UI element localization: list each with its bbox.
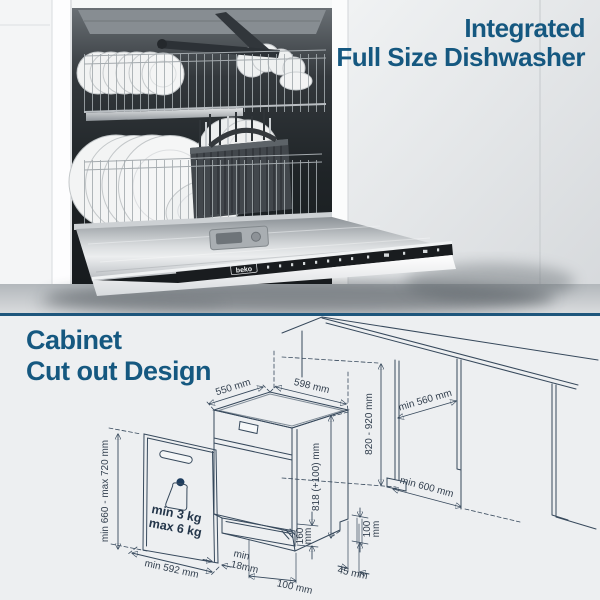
upper-rack-wires [83,49,327,113]
cutout-section: min 3 kg max 6 kg 550 mm 598 mm 818 (+10… [0,316,600,600]
tub-sill [74,212,332,230]
door-edge-highlight [92,241,452,280]
dim-body-height: 818 (+100) mm [311,443,322,511]
brand-logo: beko [230,262,258,276]
open-door: beko [74,212,456,296]
pan-handle [157,12,280,58]
panel-handle [159,450,193,464]
dim-kick-height-2: mm [303,528,314,545]
upper-rack [76,12,327,121]
panel-dimensions [108,427,232,576]
dim-kick-height-1: 160 [295,527,306,544]
detergent-dispenser [209,225,269,251]
section-divider [0,313,600,316]
product-photo-section: beko I [0,0,600,313]
dishwasher-photo: beko [0,0,600,313]
section-title-line2: Cut out Design [26,356,211,386]
door-inner-face [76,217,452,281]
product-title-line2: Full Size Dishwasher [336,42,585,72]
upper-rack-rail [86,108,243,121]
dim-top-depth: 550 mm [214,377,252,398]
dim-panel-width: min 592 mm [143,558,199,581]
product-title: Integrated Full Size Dishwasher [336,14,585,72]
dim-leg-height-1: 100 [362,520,373,537]
countertop [281,316,599,390]
door-handle-mark [238,420,259,435]
product-title-line1: Integrated [464,13,585,43]
dimension-labels: 550 mm 598 mm 818 (+100) mm 160 mm 100 m… [100,377,455,597]
dishwasher-body [212,391,350,552]
dim-panel-height: min 660 - max 720 mm [100,440,111,542]
dim-niche-width: min 600 mm [399,475,455,500]
control-icons [267,248,440,269]
dim-panel-thickness-2: 18mm [230,559,260,576]
dim-panel-thickness-1: min [232,548,250,562]
dim-kick-depth: 100 mm [276,578,314,597]
dishwasher-dimensions [206,350,370,583]
furniture-panel: min 3 kg max 6 kg [142,433,219,564]
weight-icon [165,478,188,511]
dim-leg-height-2: mm [371,521,382,538]
niche-dimensions [281,356,521,523]
brand-logo-text: beko [236,266,253,275]
dim-niche-height: 820 - 920 mm [364,393,375,455]
door-edge-band [92,255,456,296]
niche-panels [386,358,597,530]
dim-top-width: 598 mm [293,377,331,396]
kick-recess [221,517,296,547]
cutout-diagram: min 3 kg max 6 kg 550 mm 598 mm 818 (+10… [100,316,599,597]
dim-side-gap: 45 mm [336,565,368,582]
left-cabinet [0,0,72,302]
section-title-line1: Cabinet [26,325,122,355]
section-title: Cabinet Cut out Design [26,325,211,387]
floor-shadow [35,263,575,313]
